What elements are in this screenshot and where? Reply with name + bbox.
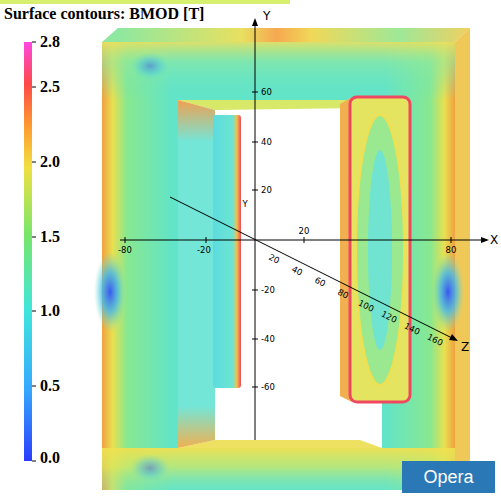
scale-value: 2.0 [40, 154, 60, 170]
scale-value: 1.5 [40, 229, 60, 245]
logo-badge: Opera [402, 461, 495, 493]
axis-tick-value: -40 [261, 335, 275, 344]
axis-tick-value: -80 [118, 246, 132, 255]
axis-label: Z [461, 341, 469, 353]
scale-value: 1.0 [40, 303, 60, 319]
plot-title: Surface contours: BMOD [T] [4, 5, 204, 23]
axis-tick-value: 20 [299, 227, 310, 236]
logo-text: Opera [423, 467, 473, 488]
scale-value: 0.0 [40, 450, 60, 466]
axis-tick-value: 20 [261, 186, 272, 195]
axis-tick-value: 60 [314, 276, 327, 288]
scale-value: 2.8 [40, 34, 60, 50]
axis-tick-value: -20 [197, 246, 211, 255]
scale-value: 2.5 [40, 79, 60, 95]
axis-tick-value: 40 [261, 138, 272, 147]
axis-label: X [490, 234, 498, 246]
axis-tick-value: -20 [261, 286, 275, 295]
axis-tick-value: 60 [261, 88, 272, 97]
axis-label: Y [263, 10, 270, 22]
axis-tick-value: 40 [291, 264, 304, 276]
axis-tick-value: 20 [268, 253, 281, 265]
axis-tick-value: -60 [261, 383, 275, 392]
axis-tick-value: 80 [446, 246, 457, 255]
scale-value: 0.5 [40, 378, 60, 394]
axis-label: Y [242, 200, 247, 209]
